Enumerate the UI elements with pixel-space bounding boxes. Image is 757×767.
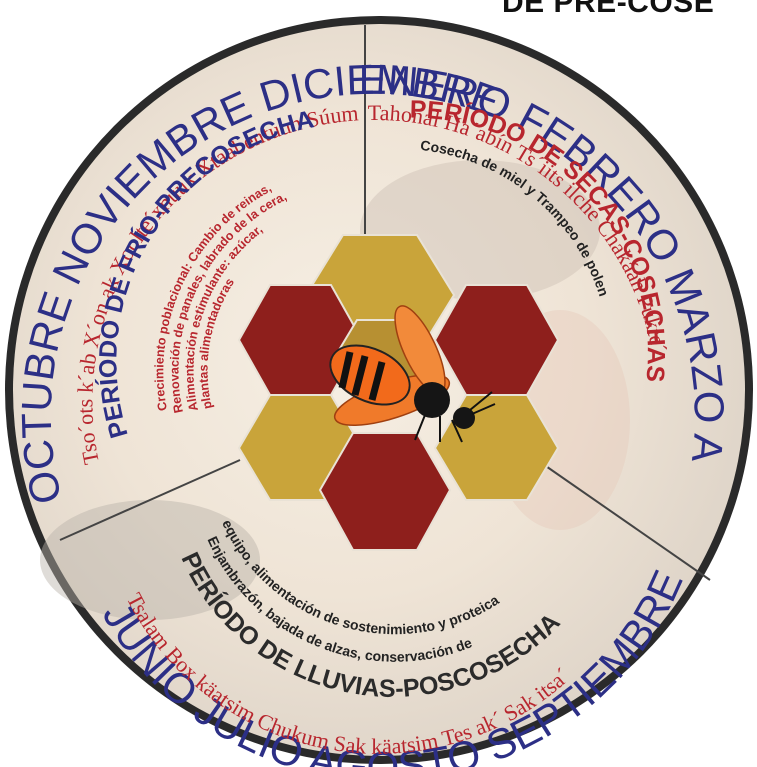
calendar-wheel: OCTUBRE NOVIEMBRE DICIEMBRE ENERO FEBRER…: [0, 0, 757, 767]
